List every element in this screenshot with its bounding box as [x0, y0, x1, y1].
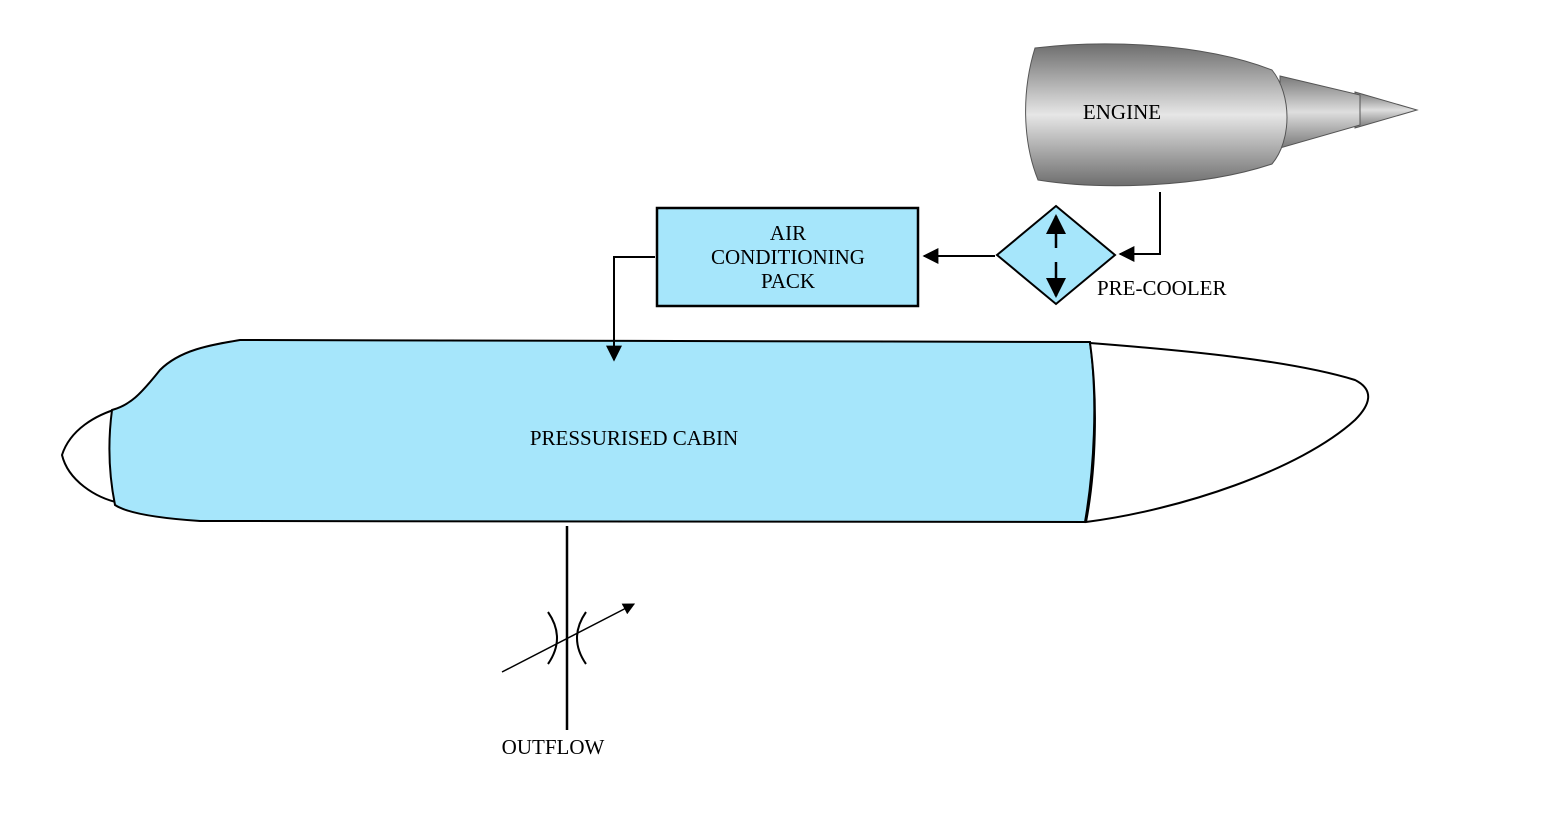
- pack-label-line1: AIR: [770, 221, 806, 245]
- variable-arrow: [501, 603, 636, 673]
- engine-to-precooler-line: [1118, 192, 1161, 262]
- fuselage: [60, 338, 1370, 524]
- restrictor-left-curve: [547, 611, 558, 665]
- pack-to-cabin-arrow: [606, 256, 655, 362]
- engine-label: ENGINE: [1083, 100, 1161, 124]
- fuselage-nose: [60, 406, 121, 505]
- air-conditioning-pack-box: [655, 206, 920, 308]
- pack-label-line2: CONDITIONING: [711, 245, 865, 269]
- variable-restrictor-icon: [501, 603, 636, 673]
- precooler-diamond: [995, 204, 1117, 306]
- engine-rear-section: [1279, 75, 1361, 149]
- cabin-label: PRESSURISED CABIN: [530, 426, 738, 450]
- engine-body: [1025, 43, 1288, 187]
- outflow-label: OUTFLOW: [502, 735, 605, 759]
- precooler-label: PRE-COOLER: [1097, 276, 1227, 300]
- engine-exhaust-cone: [1354, 91, 1419, 129]
- engine-nacelle-icon: [1025, 43, 1419, 187]
- heat-exchanger-diamond-icon: [995, 204, 1117, 306]
- fuselage-tail: [1084, 341, 1370, 524]
- restrictor-right-curve: [576, 611, 587, 665]
- pack-label-line3: PACK: [761, 269, 815, 293]
